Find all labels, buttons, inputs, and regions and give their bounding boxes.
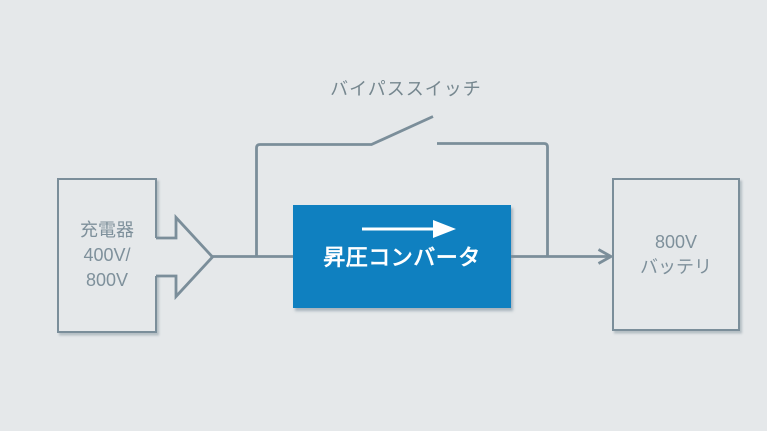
flow-arrow-icon	[362, 220, 456, 238]
boost-converter-label: 昇圧コンバータ	[323, 245, 481, 270]
arrowhead-icon	[597, 248, 614, 265]
battery-label-line2: バッテリ	[640, 256, 712, 277]
block-arrow-fill	[155, 217, 213, 297]
bypass-switch-label: バイパススイッチ	[330, 79, 482, 99]
battery-label-line1: 800V	[654, 231, 698, 252]
charger-label-line2: 400V/	[83, 245, 131, 265]
charger-label-line1: 充電器	[80, 220, 134, 240]
battery-node: 800V バッテリ	[612, 178, 740, 331]
boost-converter-node: 昇圧コンバータ	[293, 205, 511, 308]
charger-label-line3: 800V	[85, 270, 129, 290]
block-arrow-icon	[156, 213, 215, 301]
charger-node: 充電器 400V/ 800V	[57, 178, 157, 333]
